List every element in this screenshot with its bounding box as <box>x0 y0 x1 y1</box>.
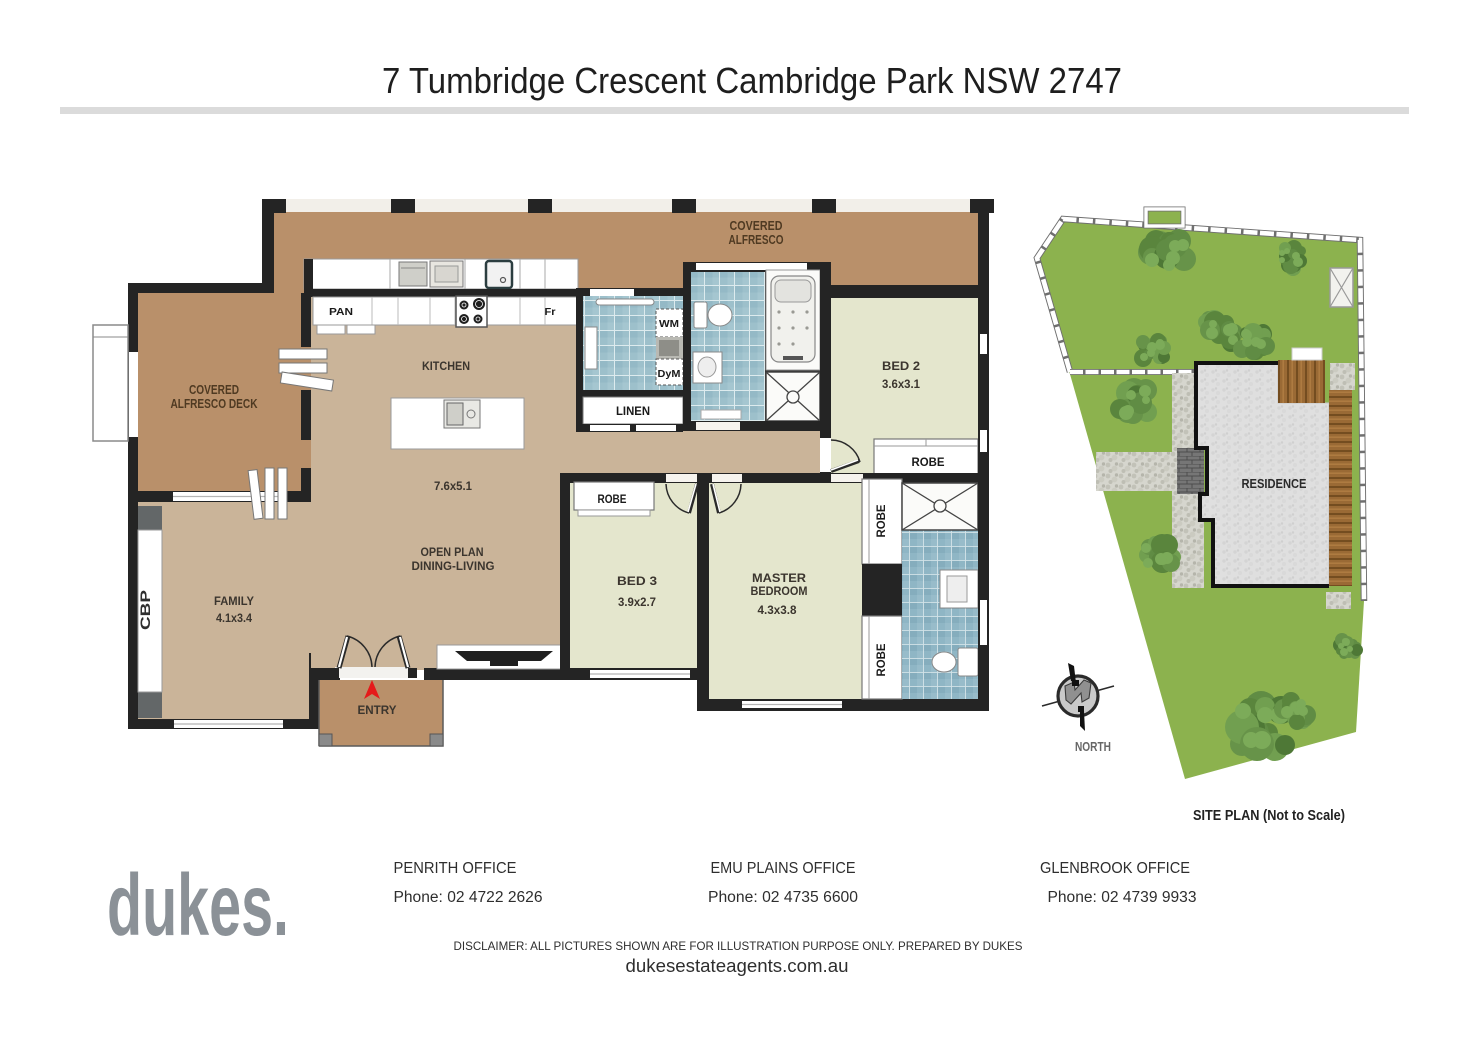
svg-text:KITCHEN: KITCHEN <box>422 359 470 373</box>
svg-text:7 Tumbridge Crescent Cambridge: 7 Tumbridge Crescent Cambridge Park NSW … <box>382 60 1122 101</box>
svg-text:MASTER: MASTER <box>752 571 806 585</box>
svg-text:ENTRY: ENTRY <box>358 703 397 717</box>
svg-text:Fr: Fr <box>545 306 556 318</box>
svg-text:dukesestateagents.com.au: dukesestateagents.com.au <box>626 955 849 976</box>
svg-text:RESIDENCE: RESIDENCE <box>1242 476 1307 491</box>
svg-text:Phone: 02 4722 2626: Phone: 02 4722 2626 <box>394 889 543 906</box>
svg-text:ALFRESCO: ALFRESCO <box>729 233 784 247</box>
svg-text:DISCLAIMER: ALL PICTURES SHOWN: DISCLAIMER: ALL PICTURES SHOWN ARE FOR I… <box>454 939 1023 953</box>
svg-text:PAN: PAN <box>329 306 353 318</box>
svg-text:EMU PLAINS OFFICE: EMU PLAINS OFFICE <box>711 860 856 877</box>
svg-text:BED 2: BED 2 <box>882 359 920 373</box>
svg-text:ROBE: ROBE <box>912 457 945 469</box>
svg-text:COVERED: COVERED <box>730 219 783 233</box>
svg-text:ROBE: ROBE <box>876 504 888 537</box>
svg-text:COVERED: COVERED <box>189 383 239 397</box>
svg-text:BED 3: BED 3 <box>617 574 657 588</box>
svg-text:3.9x2.7: 3.9x2.7 <box>618 595 656 609</box>
svg-text:Phone: 02 4739 9933: Phone: 02 4739 9933 <box>1048 889 1197 906</box>
svg-text:ROBE: ROBE <box>598 494 627 506</box>
svg-text:GLENBROOK OFFICE: GLENBROOK OFFICE <box>1040 860 1190 877</box>
svg-text:SITE PLAN (Not to Scale): SITE PLAN (Not to Scale) <box>1193 808 1345 824</box>
svg-text:ALFRESCO DECK: ALFRESCO DECK <box>171 397 258 411</box>
svg-text:DINING-LIVING: DINING-LIVING <box>412 559 495 573</box>
svg-text:OPEN PLAN: OPEN PLAN <box>421 545 484 559</box>
svg-text:3.6x3.1: 3.6x3.1 <box>882 377 920 391</box>
svg-text:FAMILY: FAMILY <box>214 594 254 608</box>
svg-text:WM: WM <box>659 318 679 330</box>
svg-text:PENRITH OFFICE: PENRITH OFFICE <box>394 860 517 877</box>
svg-text:dukes.: dukes. <box>107 857 289 954</box>
svg-text:4.3x3.8: 4.3x3.8 <box>758 603 797 617</box>
svg-text:ROBE: ROBE <box>876 643 888 676</box>
svg-text:BEDROOM: BEDROOM <box>751 584 808 598</box>
svg-text:CBP: CBP <box>138 590 153 630</box>
svg-text:LINEN: LINEN <box>616 406 650 418</box>
svg-text:Phone: 02 4735 6600: Phone: 02 4735 6600 <box>708 889 858 906</box>
svg-text:7.6x5.1: 7.6x5.1 <box>434 479 472 493</box>
svg-text:NORTH: NORTH <box>1075 740 1111 754</box>
svg-text:4.1x3.4: 4.1x3.4 <box>216 611 252 625</box>
svg-text:DyM: DyM <box>658 368 681 380</box>
